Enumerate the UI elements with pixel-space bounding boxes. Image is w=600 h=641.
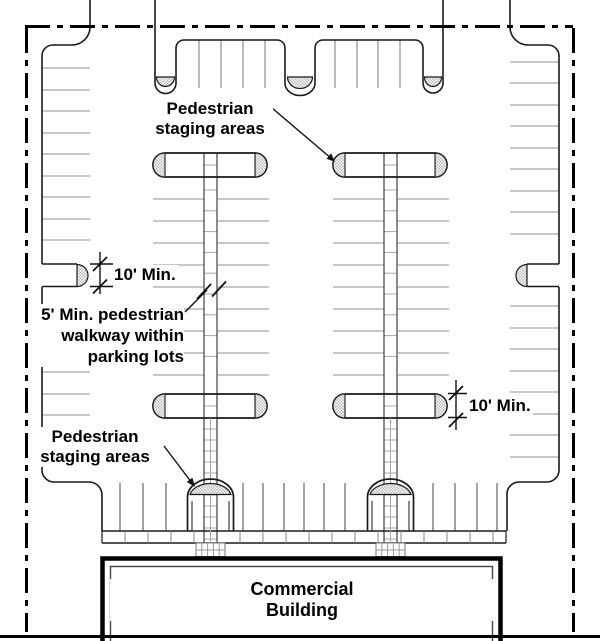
label-commercial-building: Commercial Building [110, 579, 494, 621]
walkway-crossbars [152, 152, 448, 419]
staging-bump-left-inner [191, 501, 230, 531]
arrowhead-staging-bottom [186, 477, 195, 487]
leader-staging-bottom [163, 445, 193, 484]
label-walkway-width: 5' Min. pedestrian walkway within parkin… [30, 304, 184, 367]
walkway-width-tick-marks [196, 280, 227, 300]
top-parking-row-outline [154, 0, 444, 97]
sidewalk-joint-ticks [124, 531, 494, 543]
sidewalk-end-caps [101, 531, 507, 543]
staging-area-hatch-crossbar-end [254, 393, 268, 419]
label-dimension-right: 10' Min. [467, 396, 533, 416]
label-line: Pedestrian [166, 99, 254, 118]
staging-area-hatch-top-middle-refuge [286, 76, 314, 90]
staging-area-hatch-crossbar-end [332, 393, 346, 419]
dimension-left-10ft [90, 252, 113, 295]
leader-walkway-width [184, 289, 208, 313]
property-line [25, 25, 575, 632]
parking-lot-boundary [41, 0, 560, 531]
staging-area-hatch-right-opening [515, 263, 528, 288]
label-line: walkway within [61, 326, 184, 345]
dim-extension-lines [90, 263, 113, 288]
staging-area-hatch-crossbar-end [434, 393, 448, 419]
staging-area-hatch-right-bump [369, 482, 412, 496]
label-line: staging areas [40, 447, 150, 466]
pedestrian-walkway-strips [195, 153, 406, 557]
sidewalk [101, 530, 507, 544]
label-line: 10' Min. [469, 396, 531, 415]
staging-area-hatch-crossbar-end [152, 152, 166, 178]
staging-bump-left [186, 478, 235, 531]
staging-area-hatch-crossbar-end [254, 152, 268, 178]
staging-area-hatch-crossbar-end [434, 152, 448, 178]
boundary-right-lower [506, 287, 560, 531]
label-staging-areas-top: Pedestrian staging areas [147, 99, 273, 139]
boundary-left-upper [41, 0, 91, 264]
label-line: 10' Min. [114, 265, 176, 284]
left-walkway-opening [42, 263, 77, 288]
staging-area-hatch-crossbar-end [332, 152, 346, 178]
label-line: Pedestrian [51, 427, 139, 446]
building-outer-wall [100, 556, 503, 641]
label-staging-areas-bottom: Pedestrian staging areas [28, 427, 162, 467]
label-line: Commercial [250, 579, 354, 599]
staging-area-hatch-left-bump [189, 482, 232, 496]
dim-extension-lines [448, 392, 467, 419]
arrowhead-staging-top [326, 153, 335, 162]
staging-bump-right-inner [371, 501, 410, 531]
label-line: staging areas [155, 119, 265, 138]
leader-staging-top [271, 107, 333, 160]
boundary-left-lower [41, 287, 103, 531]
boundary-right-upper [509, 0, 560, 264]
staging-bump-right [366, 478, 415, 531]
staging-area-hatch-left-opening [76, 263, 89, 288]
right-walkway-opening [527, 263, 559, 288]
dimension-right-10ft [448, 380, 467, 430]
label-line: Building [266, 600, 338, 620]
staging-area-hatch-top-right-refuge [423, 76, 443, 88]
staging-bumps [186, 478, 415, 531]
label-dimension-left: 10' Min. [112, 265, 178, 285]
staging-area-hatch-crossbar-end [152, 393, 166, 419]
annotations [90, 107, 467, 487]
label-line: 5' Min. pedestrian [41, 305, 184, 324]
label-line: parking lots [87, 347, 184, 366]
staging-area-hatch-top-left-refuge [155, 76, 176, 88]
staging-discs [76, 76, 528, 288]
